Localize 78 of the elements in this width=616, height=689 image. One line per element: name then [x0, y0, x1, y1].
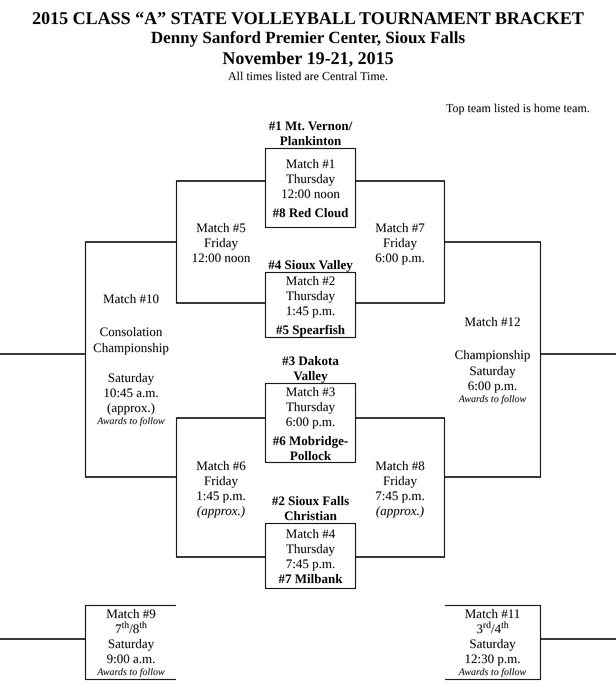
bracket-line: [85, 476, 176, 478]
match-text: 1:45 p.m.: [284, 303, 336, 318]
match-text: (approx.): [196, 502, 246, 518]
bracket-line: [445, 476, 541, 478]
match-text: Friday: [383, 472, 417, 488]
match-text: Match #7: [375, 220, 425, 234]
bracket-line: [541, 353, 616, 355]
title: 2015 CLASS “A” STATE VOLLEYBALL TOURNAMENT BRACKET: [32, 8, 584, 28]
match-text: 7:45 p.m.: [284, 556, 336, 571]
bracket-line: [85, 241, 176, 243]
match-text: 12:00 noon: [192, 250, 250, 264]
match-text: Match #12: [464, 314, 520, 328]
match-text: Awards to follow: [458, 666, 526, 679]
match-text: Match #3: [284, 384, 336, 398]
note: Top team listed is home team.: [446, 101, 590, 115]
bracket-line: [356, 417, 445, 419]
match-text: 6:00 p.m.: [284, 414, 336, 428]
match-text: Match #5: [196, 220, 246, 234]
match-text: Friday: [383, 234, 417, 250]
match-text: Saturday: [108, 636, 154, 651]
match-text: Friday: [204, 234, 238, 250]
bracket-line: [541, 638, 616, 640]
bracket-line: [176, 556, 265, 558]
team-name: #3 Dakota Valley: [281, 353, 340, 383]
match-text: Friday: [204, 472, 238, 488]
match-text: Saturday: [469, 362, 516, 378]
match-text: (approx.): [376, 502, 424, 518]
match-text: Match #1: [284, 156, 336, 171]
match-text: Awards to follow: [458, 393, 526, 406]
bracket-line: [176, 180, 265, 182]
date: November 19-21, 2015: [222, 48, 394, 69]
match-text: Thursday: [284, 541, 336, 556]
match-text: 10:45 a.m.: [103, 385, 159, 400]
match-text: Match #6: [196, 458, 246, 472]
match-text: Match #2: [284, 273, 336, 288]
match-text: Match #10: [103, 291, 159, 306]
match-text: 7:45 p.m.: [375, 488, 425, 502]
team-name: #4 Sioux Valley: [267, 257, 354, 272]
bracket-line: [356, 180, 445, 182]
match-text: Consolation Championship: [92, 324, 170, 356]
bracket: [85, 605, 176, 680]
match-text: 6:00 p.m.: [375, 250, 425, 264]
match-text: Thursday: [284, 398, 336, 414]
match-text: Awards to follow: [97, 415, 165, 428]
match-text: (approx.): [106, 400, 155, 415]
team-name: #1 Mt. Vernon/ Plankinton: [268, 118, 354, 148]
match-text: Match #9: [106, 606, 156, 621]
team-name: #5 Spearfish: [275, 322, 346, 337]
team-name: #8 Red Cloud: [272, 205, 350, 220]
team-name: #7 Milbank: [278, 571, 344, 586]
note: All times listed are Central Time.: [228, 69, 388, 83]
bracket-line: [176, 302, 265, 304]
match-text: 12:00 noon: [280, 186, 341, 201]
bracket-line: [356, 302, 445, 304]
match-text: 12:30 p.m.: [464, 651, 520, 666]
match-text: Thursday: [284, 288, 336, 303]
match-text: 3$^{rd}$/4$^{th}$: [476, 621, 509, 636]
match-text: 7$^{th}$/8$^{th}$: [115, 621, 147, 636]
bracket-line: [176, 417, 265, 419]
match-text: Match #8: [375, 458, 425, 472]
subtitle: Denny Sanford Premier Center, Sioux Falls: [150, 28, 466, 48]
team-name: #6 Mobridge-Pollock: [272, 432, 350, 462]
match-text: Thursday: [284, 171, 336, 186]
team-name: #2 Sioux Falls Christian: [270, 493, 350, 523]
match-text: Saturday: [108, 370, 154, 385]
match-text: Match #4: [284, 526, 336, 541]
match-text: 1:45 p.m.: [196, 488, 246, 502]
bracket-line: [0, 353, 85, 355]
match-text: Championship: [454, 346, 530, 362]
match-text: Match #11: [464, 606, 520, 621]
match-text: Saturday: [469, 636, 516, 651]
match-text: 6:00 p.m.: [468, 378, 518, 392]
bracket-line: [445, 241, 541, 243]
match-text: Awards to follow: [97, 666, 165, 679]
bracket-line: [356, 556, 445, 558]
match-text: 9:00 a.m.: [106, 651, 156, 666]
bracket-line: [0, 638, 85, 640]
bracket: [445, 605, 541, 680]
